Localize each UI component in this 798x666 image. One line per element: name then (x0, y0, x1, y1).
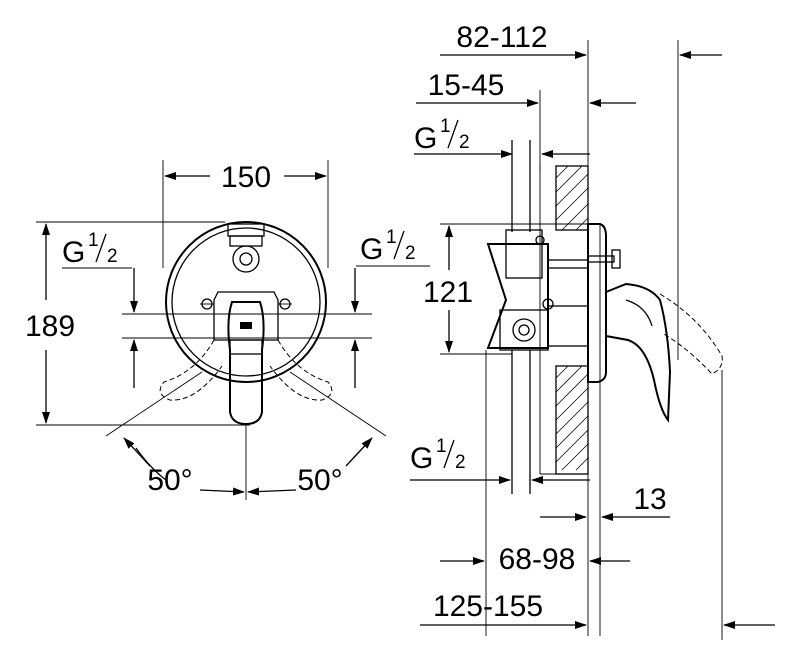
thread-right-num: 1 (386, 227, 397, 248)
height-dimension-189: 189 (25, 221, 250, 426)
thread-label-top: G 1 2 (414, 116, 590, 158)
lever-handle (159, 301, 333, 426)
depth-body-label: 68-98 (499, 543, 576, 576)
thread-top-g: G (414, 122, 437, 155)
thread-left-den: 2 (107, 246, 118, 267)
depth-overall-label: 125-155 (433, 590, 543, 623)
wall-section (539, 165, 589, 475)
thread-label-right: G 1 2 (351, 227, 430, 388)
depth-dimension-125-155: 125-155 (420, 370, 775, 640)
height-side-label: 121 (423, 276, 473, 309)
supply-pipes (511, 140, 531, 494)
cover-plate (587, 223, 621, 636)
depth-dimension-15-45: 15-45 (416, 69, 636, 170)
thread-bottom-den: 2 (455, 452, 466, 473)
depth-dimension-82-112: 82-112 (440, 21, 722, 636)
thread-bottom-num: 1 (436, 436, 447, 457)
height-dimension-121: 121 (423, 223, 588, 355)
thread-right-den: 2 (405, 243, 416, 264)
thread-left-num: 1 (88, 230, 99, 251)
width-dimension-150: 150 (162, 160, 329, 268)
angle-left-label: 50° (147, 464, 192, 497)
thread-top-num: 1 (440, 116, 451, 137)
depth-wall-label: 15-45 (428, 69, 505, 102)
thread-left-g: G (62, 236, 85, 269)
thread-label-left: G 1 2 (62, 230, 372, 388)
height-dim-label: 189 (25, 310, 75, 343)
thread-bottom-g: G (410, 442, 433, 475)
side-view: 82-112 15-45 G 1 2 (410, 21, 775, 640)
angle-right-label: 50° (297, 464, 342, 497)
thread-label-bottom: G 1 2 (410, 436, 590, 484)
thread-top-den: 2 (459, 132, 470, 153)
thread-right-g: G (360, 233, 383, 266)
depth-dimension-68-98: 68-98 (440, 350, 630, 636)
width-dim-label: 150 (221, 161, 271, 194)
rotation-angles: 50° 50° (105, 371, 387, 500)
plate-dimension-13: 13 (540, 483, 670, 521)
valve-body (486, 229, 589, 351)
plate-dim-label: 13 (633, 483, 666, 516)
depth-total-label: 82-112 (456, 21, 547, 54)
front-view: 150 189 G 1 2 G 1 2 (25, 160, 430, 500)
lever-side (605, 282, 723, 423)
